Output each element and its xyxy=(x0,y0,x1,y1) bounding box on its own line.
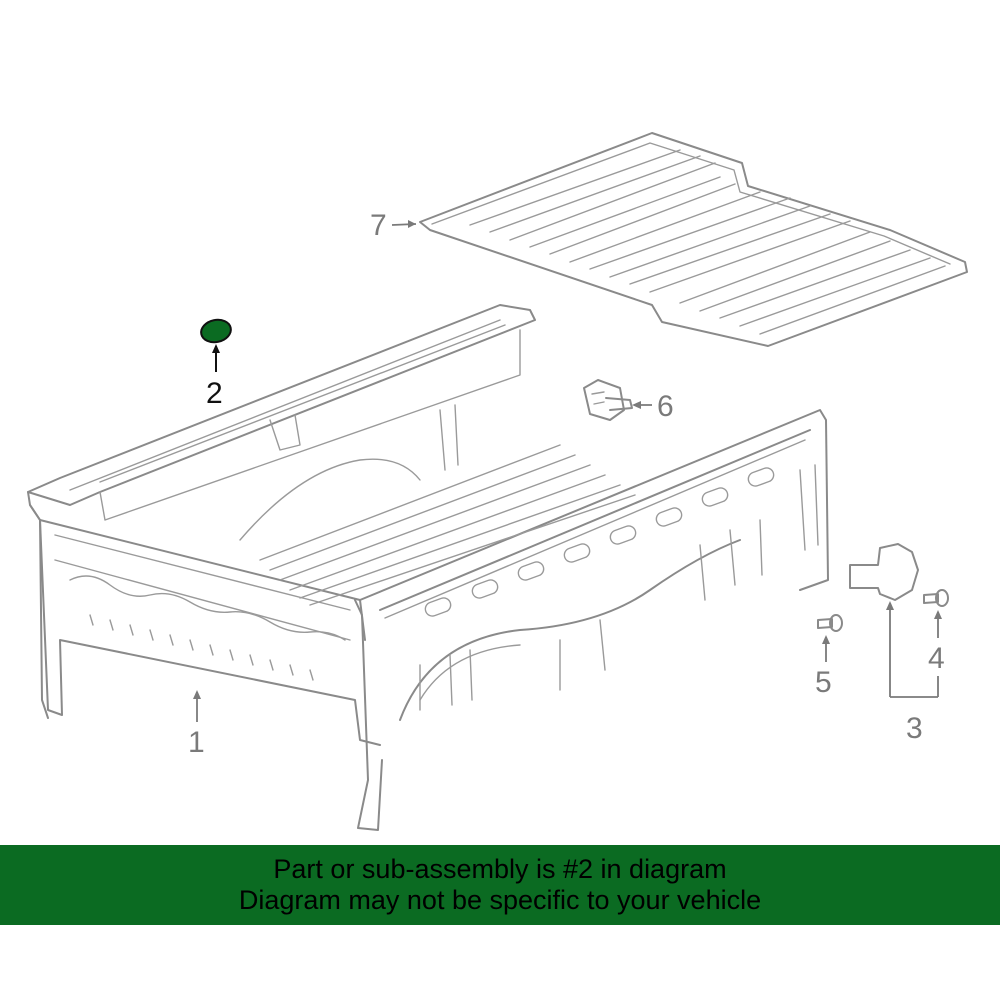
callout-7: 7 xyxy=(370,209,417,242)
bolt-part-5 xyxy=(817,614,843,632)
callout-5-label: 5 xyxy=(815,666,832,699)
callout-1-label: 1 xyxy=(188,726,205,759)
callout-6-label: 6 xyxy=(657,390,674,423)
callout-3-label: 3 xyxy=(906,712,923,745)
callout-3: 3 xyxy=(886,601,939,745)
bracket-part-3 xyxy=(849,543,919,601)
callout-2: 2 xyxy=(206,344,223,410)
callout-1: 1 xyxy=(188,690,205,759)
pickup-box-part-1 xyxy=(27,304,829,831)
banner-line-part-number: Part or sub-assembly is #2 in diagram xyxy=(273,854,727,884)
clip-part-6 xyxy=(583,379,633,421)
callout-6: 6 xyxy=(632,390,674,423)
truck-bed-diagram: 7 xyxy=(27,132,968,831)
callout-4-label: 4 xyxy=(928,642,945,675)
info-banner: Part or sub-assembly is #2 in diagram Di… xyxy=(0,845,1000,925)
callout-2-label: 2 xyxy=(206,377,223,410)
callout-4: 4 xyxy=(928,610,945,675)
banner-line-disclaimer: Diagram may not be specific to your vehi… xyxy=(238,885,762,915)
callout-5: 5 xyxy=(815,635,832,699)
bolt-part-4 xyxy=(923,589,949,607)
highlighted-part-2 xyxy=(200,318,232,344)
callout-7-label: 7 xyxy=(370,209,387,242)
bed-mat-part-7 xyxy=(419,132,968,347)
cap-part-2 xyxy=(200,318,232,344)
